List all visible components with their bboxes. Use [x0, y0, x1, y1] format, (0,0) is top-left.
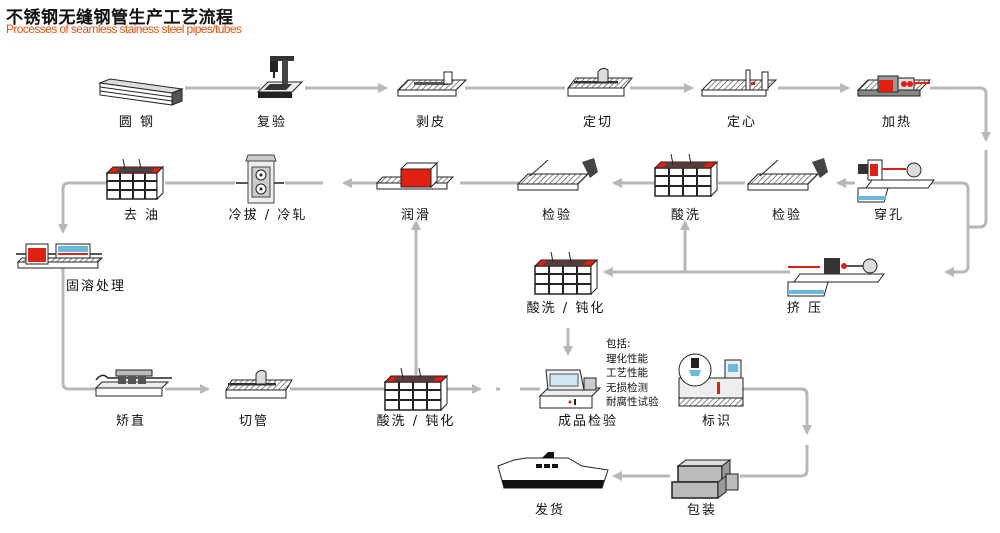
solution-furnace-icon — [16, 243, 104, 269]
inspection-includes-note: 包括: 理化性能 工艺性能 无损检测 耐腐性试验 — [606, 337, 659, 410]
rolling-mill-icon — [236, 154, 284, 204]
straightener-icon — [94, 369, 172, 397]
connector-arrow — [740, 387, 812, 435]
step-label-lubrication: 润滑 — [400, 208, 432, 223]
peeling-machine-icon — [396, 71, 468, 97]
furnace-icon — [856, 75, 932, 97]
note-item: 无损检测 — [606, 381, 648, 394]
step-label-shipping: 发货 — [534, 503, 566, 518]
centering-machine-icon — [700, 69, 778, 97]
step-label-pickling-passivation-2: 酸洗 / 钝化 — [376, 414, 456, 429]
connector-line — [61, 268, 96, 391]
note-item: 理化性能 — [606, 352, 648, 365]
page-subtitle: Processes of seamless stainess steel pip… — [6, 22, 242, 36]
extrusion-press-icon — [787, 258, 885, 297]
testing-machine-icon — [538, 369, 602, 409]
step-label-round-steel: 圆 钢 — [118, 115, 156, 130]
step-label-extrusion: 挤 压 — [786, 301, 824, 316]
step-label-peeling: 剥皮 — [415, 115, 447, 130]
step-label-re-inspection: 复验 — [256, 115, 288, 130]
step-label-packaging: 包装 — [686, 503, 718, 518]
pickling-tank-icon — [653, 153, 719, 198]
step-label-heating: 加热 — [881, 115, 913, 130]
inspection-bench-icon — [516, 158, 598, 191]
connector-arrow — [930, 86, 991, 142]
step-label-solution-treatment: 固溶处理 — [65, 279, 127, 294]
degreasing-tank-icon — [105, 158, 165, 201]
step-label-cut-to-length: 定切 — [582, 115, 614, 130]
step-label-inspection-2: 检验 — [541, 208, 573, 223]
flow-connectors — [58, 83, 991, 481]
lubrication-machine-icon — [375, 161, 455, 190]
steel-bars-icon — [98, 78, 184, 106]
inspection-bench-icon — [746, 158, 828, 191]
page-title: 不锈钢无缝钢管生产工艺流程 — [6, 8, 234, 28]
inspection-machine-icon — [256, 56, 304, 98]
connector-arrow — [930, 181, 970, 277]
step-label-centering: 定心 — [726, 115, 758, 130]
piercing-mill-icon — [857, 159, 935, 203]
marking-machine-icon — [678, 353, 744, 407]
step-label-cold-drawing: 冷拔 / 冷轧 — [228, 208, 308, 223]
step-label-pickling-passivation-1: 酸洗 / 钝化 — [526, 301, 606, 316]
step-label-final-inspection: 成品检验 — [557, 414, 619, 429]
note-item: 耐腐性试验 — [606, 396, 659, 408]
note-heading: 包括: — [606, 338, 631, 350]
step-label-marking: 标识 — [701, 414, 733, 429]
saw-icon — [225, 369, 293, 399]
step-label-piercing: 穿孔 — [873, 208, 905, 223]
connector-arrow — [58, 181, 107, 234]
pickling-tank-icon — [533, 251, 599, 296]
step-label-inspection-1: 检验 — [771, 208, 803, 223]
connector-line — [740, 445, 809, 478]
note-item: 工艺性能 — [606, 367, 648, 379]
step-label-degreasing: 去 油 — [123, 208, 161, 223]
saw-icon — [566, 67, 634, 97]
step-label-pipe-cutting: 切管 — [238, 414, 270, 429]
ship-icon — [497, 452, 609, 489]
connector-line — [968, 150, 988, 229]
step-label-pickling: 酸洗 — [670, 208, 702, 223]
boxes-icon — [671, 459, 739, 499]
pickling-tank-icon — [383, 367, 449, 412]
step-label-straightening: 矫直 — [115, 414, 147, 429]
